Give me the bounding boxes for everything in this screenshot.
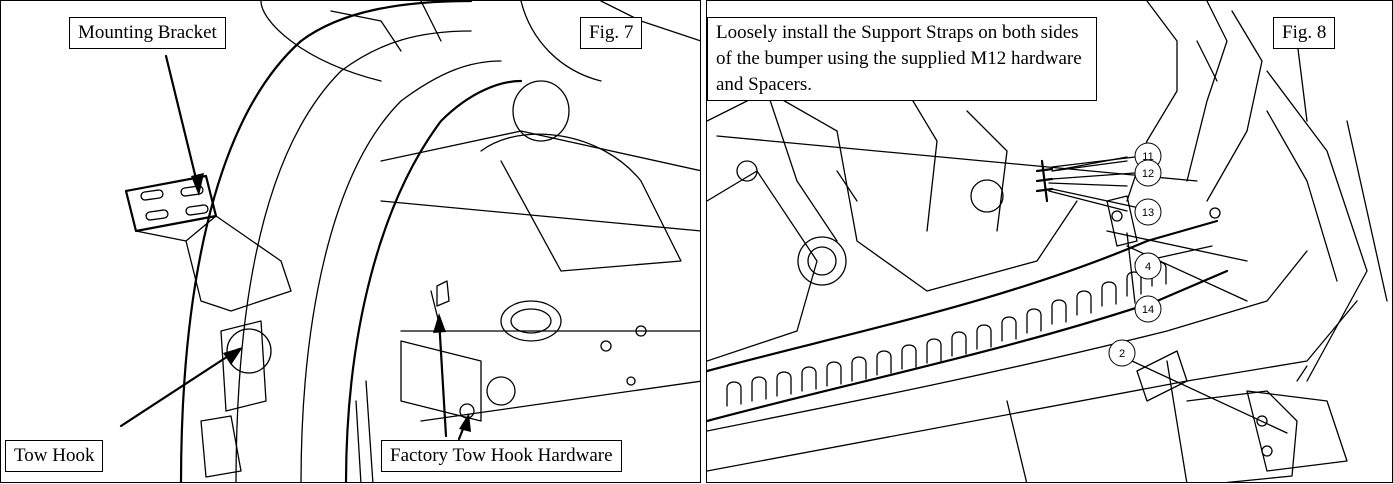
svg-text:4: 4 <box>1145 261 1151 273</box>
svg-text:12: 12 <box>1142 168 1154 180</box>
figure-7-drawing <box>119 1 700 482</box>
figure-7-label: Fig. 7 <box>580 17 643 49</box>
svg-text:14: 14 <box>1142 304 1154 316</box>
callout-12: 12 <box>1051 159 1162 187</box>
callout-13: 13 <box>1051 188 1162 226</box>
figure-8-label: Fig. 8 <box>1273 17 1336 49</box>
svg-text:13: 13 <box>1142 207 1154 219</box>
figure-7-panel: Mounting Bracket Fig. 7 Tow Hook Factory… <box>0 0 701 483</box>
figure-8-drawing <box>707 1 1388 482</box>
callouts: 11 12 13 4 14 2 <box>1051 142 1288 434</box>
mounting-bracket-label: Mounting Bracket <box>69 17 226 49</box>
svg-text:11: 11 <box>1142 151 1153 163</box>
figure-8-panel: 11 12 13 4 14 2 Loosely install the Sup <box>706 0 1393 483</box>
callout-14: 14 <box>1126 232 1162 323</box>
callout-2: 2 <box>1108 339 1288 434</box>
tow-hook-label: Tow Hook <box>5 440 104 472</box>
svg-text:2: 2 <box>1119 348 1125 360</box>
factory-hardware-label: Factory Tow Hook Hardware <box>381 440 622 472</box>
instruction-note: Loosely install the Support Straps on bo… <box>707 17 1097 101</box>
callout-4: 4 <box>1134 245 1213 280</box>
skid-pockets <box>726 261 1167 407</box>
